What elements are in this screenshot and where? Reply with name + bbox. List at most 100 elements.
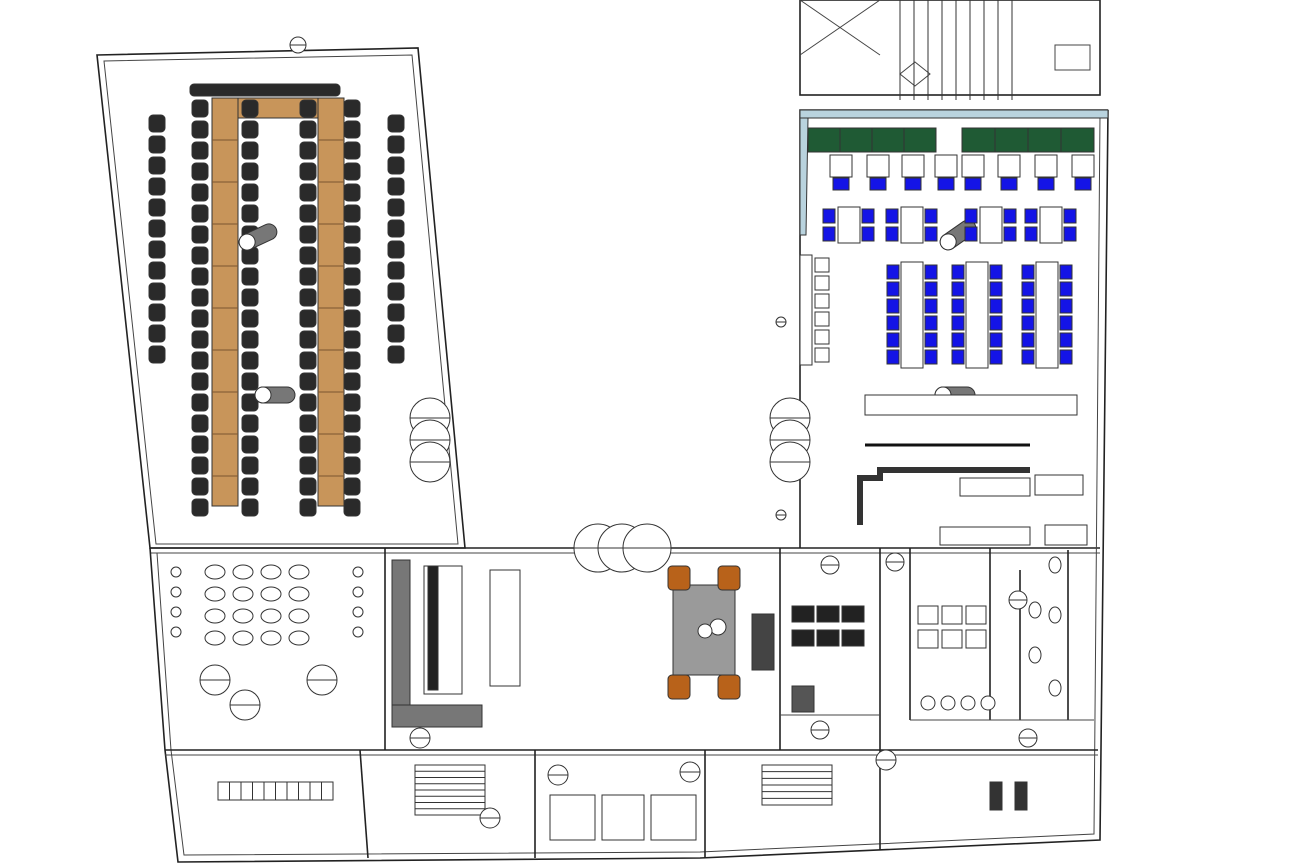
shaft [1054,44,1091,71]
blue-chair [1059,281,1073,297]
office-chair [299,414,317,433]
office-chair [241,393,259,412]
desk-top [427,565,439,691]
office-chair [343,372,361,391]
lounge-chair [667,674,691,700]
counter [799,254,813,366]
stool [814,329,830,345]
office-chair [241,183,259,202]
stool [814,257,830,273]
column [254,386,296,404]
office-chair [299,309,317,328]
blue-chair [832,177,850,191]
office-chair [343,498,361,517]
toilet [260,586,282,602]
toilet [232,586,254,602]
blue-chair [964,208,978,224]
washbasin [352,566,364,578]
blue-chair [924,298,938,314]
office-chair [191,267,209,286]
cooker [791,685,815,713]
stool [980,695,996,711]
toilet [260,608,282,624]
toilet [260,564,282,580]
column-marker [899,61,931,87]
office-chair [387,156,405,175]
office-chair [387,114,405,133]
equipment [989,781,1003,811]
desk [934,154,958,178]
office-chair [387,345,405,364]
desk [829,154,853,178]
office-chair [241,267,259,286]
office-chair [148,177,166,196]
office-chair [191,351,209,370]
elevator [549,794,596,841]
blue-chair [951,281,965,297]
toilet [288,586,310,602]
column [238,223,278,251]
banquette [864,394,1078,416]
long-table [965,261,989,369]
blue-chair [886,298,900,314]
office-chair [299,225,317,244]
office-chair [299,330,317,349]
office-chair [241,141,259,160]
office-chair [241,435,259,454]
toilet [204,564,226,580]
office-chair [241,414,259,433]
office-chair [191,372,209,391]
wc [1028,646,1042,664]
office-chair [148,114,166,133]
blue-chair [989,298,1003,314]
blue-chair [1021,332,1035,348]
office-chair [299,372,317,391]
blue-chair [886,315,900,331]
stool [940,695,956,711]
locker [941,629,963,649]
counter [939,526,1031,546]
office-chair [299,435,317,454]
blue-chair [951,298,965,314]
blue-chair [822,208,836,224]
office-chair [148,282,166,301]
office-chair-row [189,83,341,97]
office-chair [343,246,361,265]
left-wing-inner-wall [103,54,459,545]
blue-chair [1021,349,1035,365]
office-chair [191,477,209,496]
stool [814,311,830,327]
stool [814,275,830,291]
blue-chair [886,349,900,365]
blue-chair [924,208,938,224]
toilet [204,586,226,602]
blue-chair [886,264,900,280]
toilet [204,630,226,646]
office-chair [191,330,209,349]
blue-chair [886,281,900,297]
counter [391,704,483,728]
lounge-chair [717,674,741,700]
washbasin [170,566,182,578]
blue-chair [1021,281,1035,297]
bench [489,569,521,687]
wc [1048,679,1062,697]
office-chair [241,309,259,328]
office-chair [191,204,209,223]
blue-chair [1059,298,1073,314]
toilet [260,630,282,646]
blue-chair [951,332,965,348]
blue-chair [1024,208,1038,224]
office-chair [299,351,317,370]
office-chair [299,288,317,307]
desk [901,154,925,178]
blue-chair [924,349,938,365]
office-chair [148,240,166,259]
office-chair [191,246,209,265]
office-chair [241,99,259,118]
table [1039,206,1063,244]
office-chair [343,351,361,370]
blue-chair [822,226,836,242]
wc [1048,556,1062,574]
